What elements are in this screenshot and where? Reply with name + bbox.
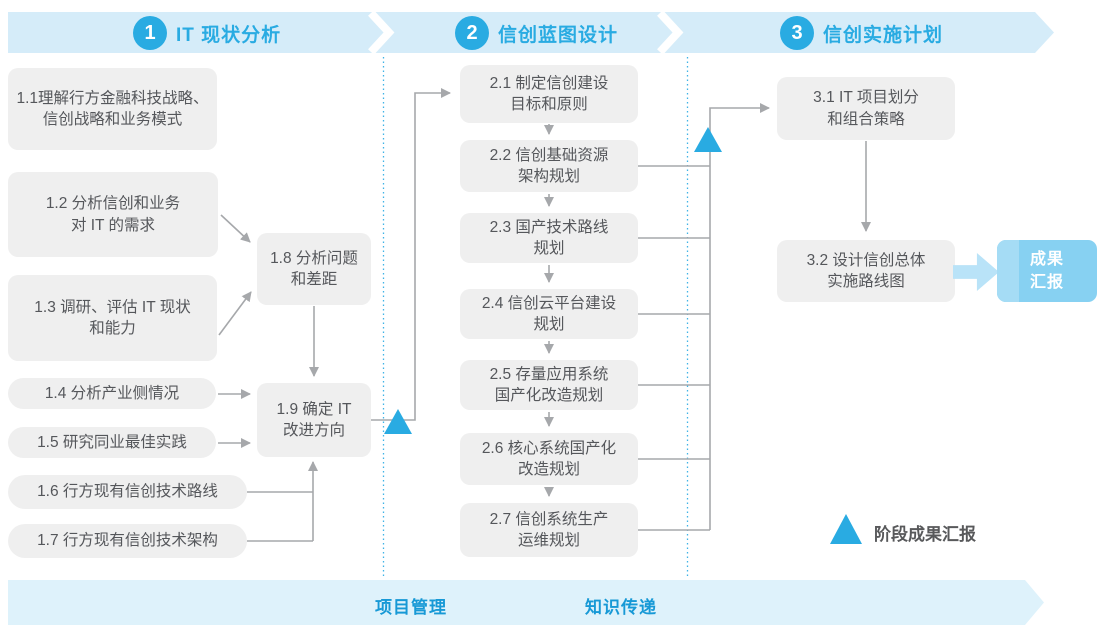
- step-box-1-3: 1.3 调研、评估 IT 现状 和能力: [8, 275, 217, 361]
- step-box-1-8: 1.8 分析问题 和差距: [257, 233, 371, 305]
- phase-2-number-badge: 2: [455, 16, 489, 50]
- step-box-2-3: 2.3 国产技术路线 规划: [460, 213, 638, 263]
- step-box-2-5: 2.5 存量应用系统 国产化改造规划: [460, 360, 638, 410]
- phase-1-label: IT 现状分析: [176, 24, 282, 46]
- phase-3-header: 3 信创实施计划: [780, 16, 943, 50]
- report-deliverable-label: 成果 汇报: [1029, 250, 1064, 291]
- step-box-3-1: 3.1 IT 项目划分 和组合策略: [777, 77, 955, 140]
- milestone-triangle-phase2-icon: [694, 127, 722, 152]
- report-box-stripe: [997, 240, 1019, 302]
- legend-milestone-label: 阶段成果汇报: [874, 525, 976, 544]
- milestone-triangle-phase1-icon: [384, 409, 412, 434]
- phase-banner-band: [8, 12, 1054, 53]
- step-box-3-2: 3.2 设计信创总体 实施路线图: [777, 240, 955, 302]
- step-box-2-2: 2.2 信创基础资源 架构规划: [460, 140, 638, 192]
- footer-label-knowledge-transfer: 知识传递: [585, 598, 657, 617]
- step-box-1-1: 1.1理解行方金融科技战略、 信创战略和业务模式: [8, 68, 217, 150]
- phase-2-header: 2 信创蓝图设计: [455, 16, 618, 50]
- phase-3-number-badge: 3: [780, 16, 814, 50]
- step-box-2-1: 2.1 制定信创建设 目标和原则: [460, 65, 638, 123]
- report-deliverable-box: 成果 汇报: [997, 240, 1097, 302]
- step-box-2-6: 2.6 核心系统国产化 改造规划: [460, 433, 638, 485]
- phase-3-label: 信创实施计划: [823, 24, 944, 46]
- step-box-1-4: 1.4 分析产业侧情况: [8, 378, 216, 409]
- footer-banner-band: [8, 580, 1044, 625]
- step-box-2-7: 2.7 信创系统生产 运维规划: [460, 503, 638, 557]
- step-box-2-4: 2.4 信创云平台建设 规划: [460, 289, 638, 339]
- phase-1-number-badge: 1: [133, 16, 167, 50]
- legend-triangle-icon: [830, 514, 862, 544]
- step-box-1-9: 1.9 确定 IT 改进方向: [257, 383, 371, 457]
- step-box-1-7: 1.7 行方现有信创技术架构: [8, 524, 247, 558]
- phase-1-header: 1 IT 现状分析: [133, 16, 281, 50]
- phase-2-label: 信创蓝图设计: [498, 24, 619, 46]
- step-box-1-5: 1.5 研究同业最佳实践: [8, 427, 216, 458]
- step-box-1-6: 1.6 行方现有信创技术路线: [8, 475, 247, 509]
- footer-label-project-management: 项目管理: [375, 598, 447, 617]
- step-box-1-2: 1.2 分析信创和业务 对 IT 的需求: [8, 172, 218, 257]
